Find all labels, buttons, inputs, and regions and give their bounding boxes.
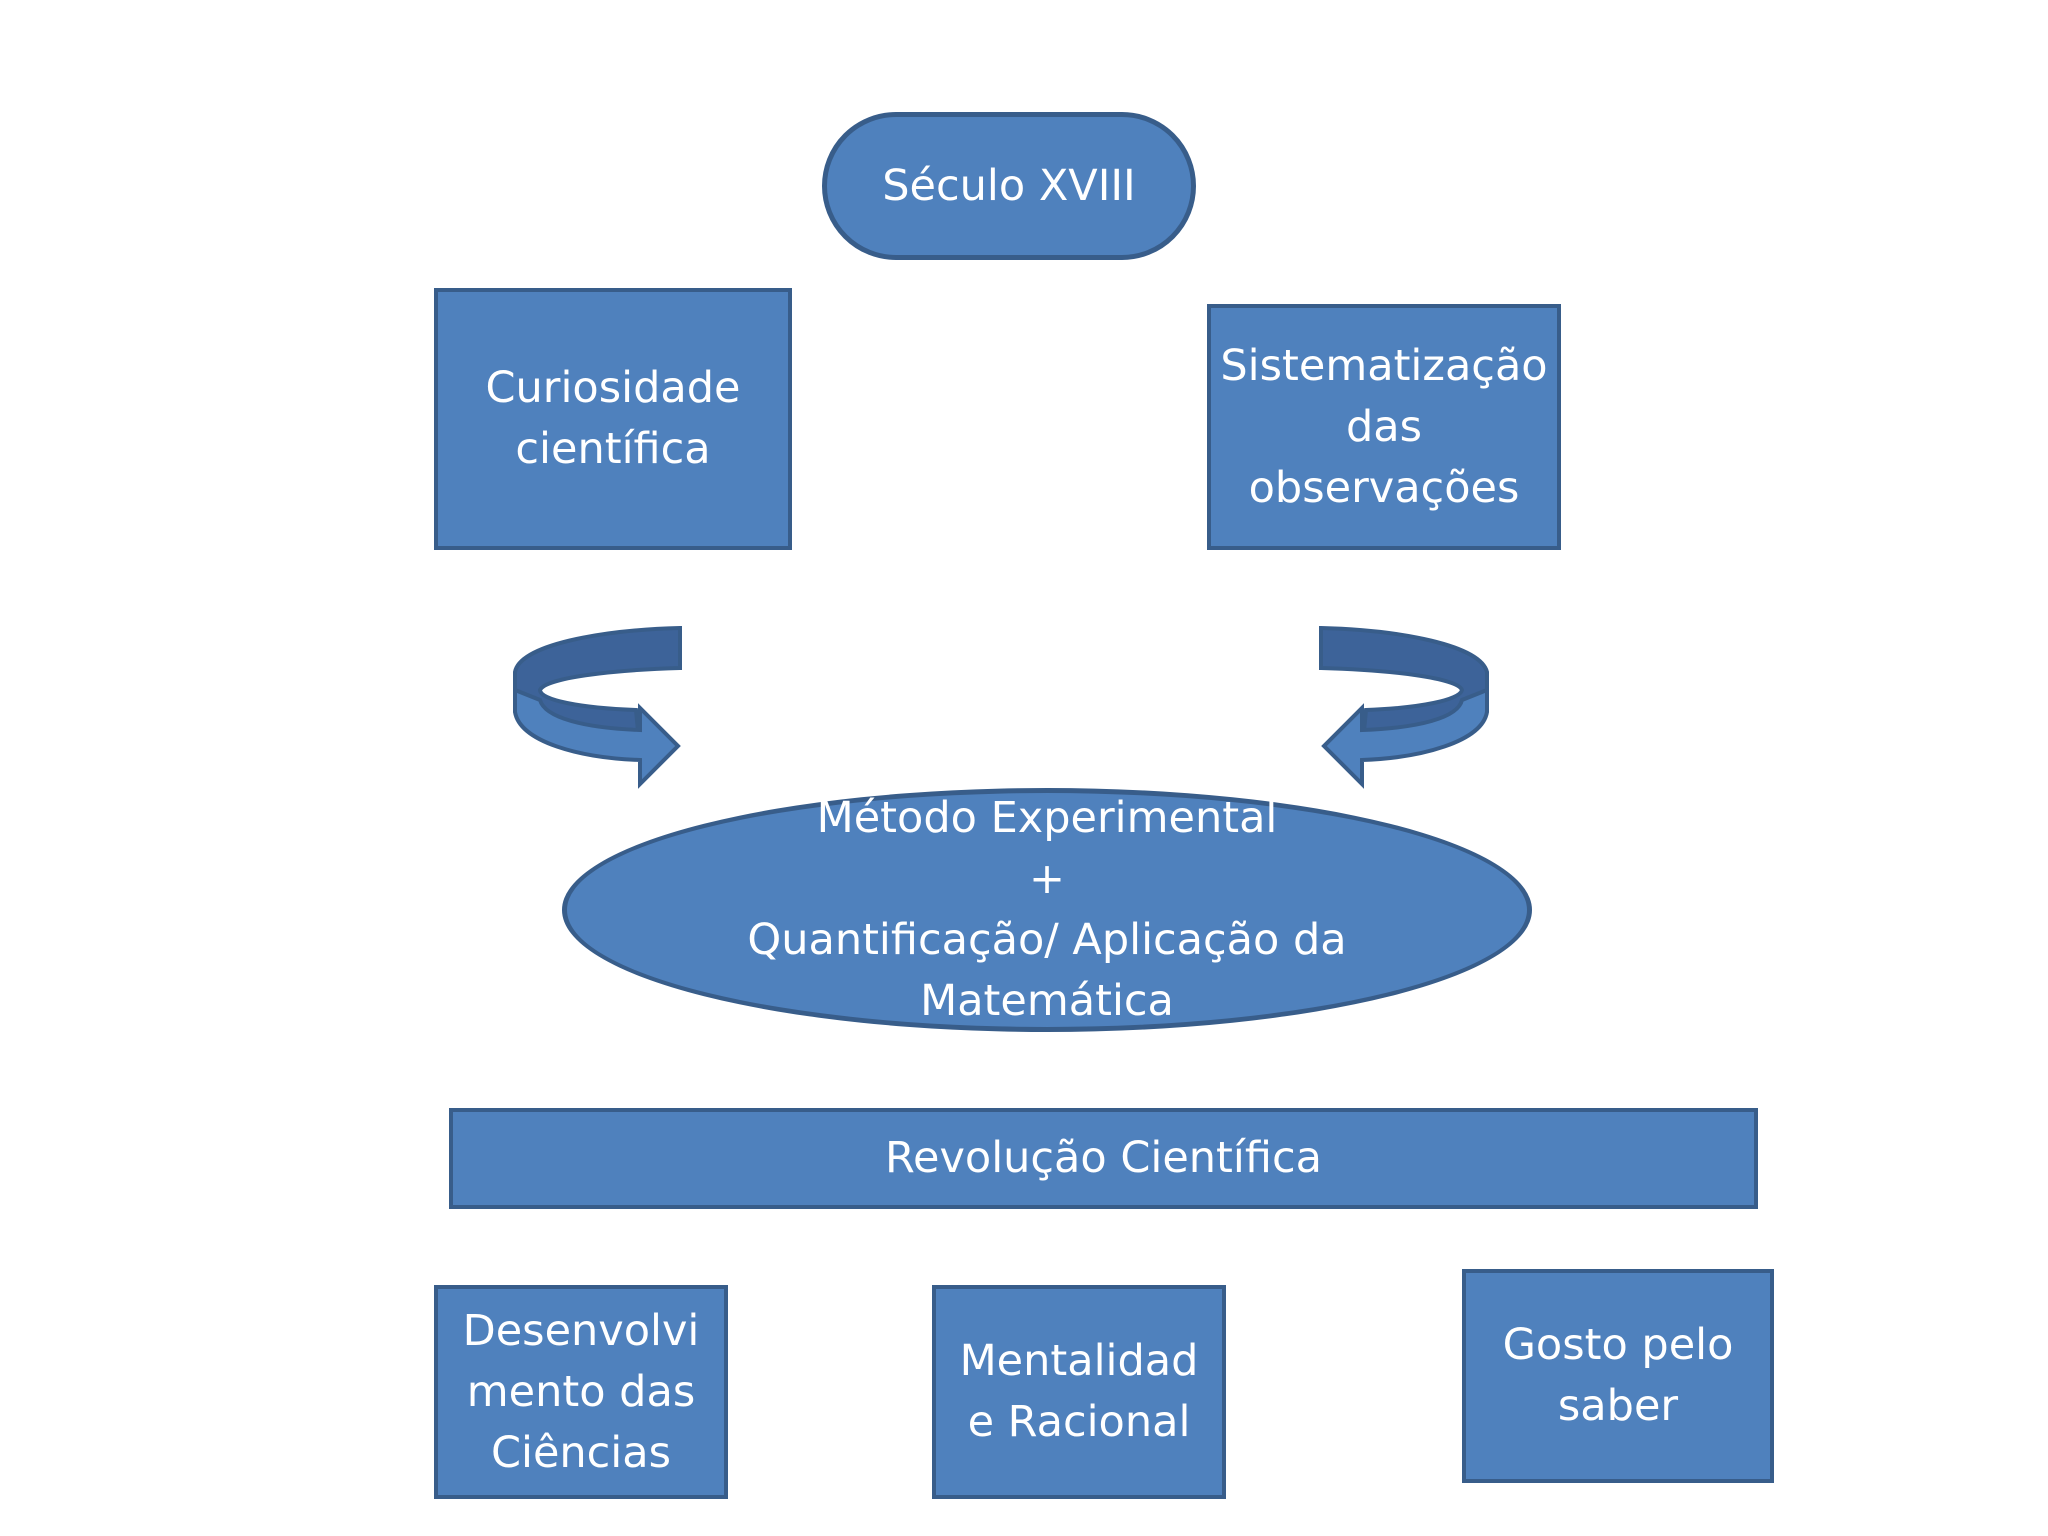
- rational-mentality-label: Mentalidad e Racional: [959, 1336, 1199, 1447]
- scientific-revolution-bar: Revolução Científica: [449, 1108, 1758, 1209]
- sciences-development-label: Desenvolvi mento das Ciências: [462, 1305, 700, 1478]
- curiosity-box: Curiosidade científica: [434, 288, 792, 550]
- scientific-revolution-label: Revolução Científica: [885, 1133, 1322, 1183]
- taste-for-knowledge-label: Gosto pelo saber: [1502, 1320, 1734, 1431]
- sciences-development-box: Desenvolvi mento das Ciências: [434, 1285, 728, 1499]
- rational-mentality-box: Mentalidad e Racional: [932, 1285, 1226, 1499]
- systematization-box: Sistematização das observações: [1207, 304, 1561, 550]
- century-title-oval: Século XVIII: [822, 112, 1196, 260]
- century-title-label: Século XVIII: [882, 160, 1136, 211]
- experimental-method-label: Método Experimental + Quantificação/ Apl…: [747, 793, 1347, 1026]
- experimental-method-ellipse: Método Experimental + Quantificação/ Apl…: [562, 788, 1532, 1032]
- right-circular-arrow-icon: [1319, 625, 1489, 789]
- systematization-label: Sistematização das observações: [1220, 340, 1548, 513]
- taste-for-knowledge-box: Gosto pelo saber: [1462, 1269, 1774, 1483]
- left-circular-arrow-icon: [513, 625, 682, 789]
- curiosity-label: Curiosidade científica: [485, 363, 741, 474]
